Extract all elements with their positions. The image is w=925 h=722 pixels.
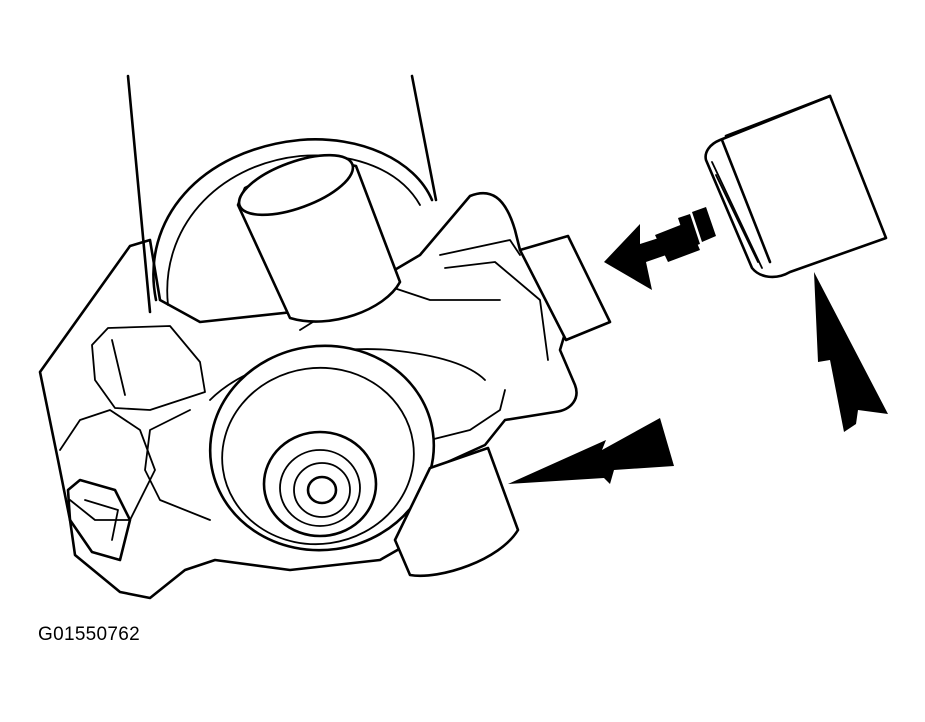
caliper-housing-rim <box>152 138 434 306</box>
brake-piston <box>704 94 888 279</box>
caliper-piston-bore <box>208 344 436 552</box>
brake-caliper-body <box>38 191 578 600</box>
piston-insertion-arrow <box>604 207 716 290</box>
caliper-side-port <box>518 234 612 342</box>
caliper-mounting-bracket <box>126 74 438 314</box>
figure-code: G01550762 <box>38 624 141 645</box>
caliper-bleeder-port <box>393 446 520 578</box>
caliper-upper-cylinder <box>236 153 402 323</box>
caliper-port-arrow <box>508 418 674 484</box>
piston-push-arrow <box>814 272 888 432</box>
